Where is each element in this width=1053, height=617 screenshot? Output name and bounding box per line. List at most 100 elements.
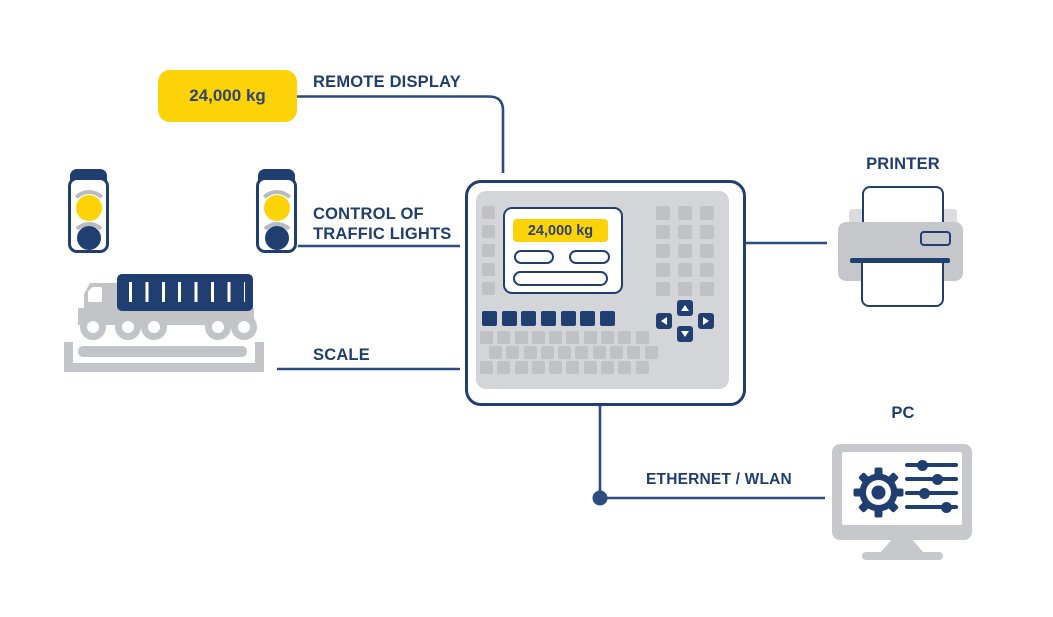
terminal-key[interactable]: [482, 206, 495, 219]
terminal-key[interactable]: [531, 361, 545, 374]
remote-display-label: REMOTE DISPLAY: [313, 73, 461, 91]
printer-paper-out: [861, 261, 944, 307]
terminal-key[interactable]: [656, 244, 670, 258]
slider-track: [905, 491, 958, 495]
printer-paper-in: [862, 186, 944, 224]
terminal-key[interactable]: [482, 282, 495, 295]
terminal-key[interactable]: [482, 311, 497, 326]
terminal-key[interactable]: [656, 263, 670, 277]
terminal-key[interactable]: [501, 311, 517, 326]
traffic-light-icon-right: [256, 169, 297, 253]
slider-knob: [916, 459, 928, 471]
arrow-up-icon: [681, 305, 689, 311]
terminal-key[interactable]: [549, 361, 563, 374]
terminal-key[interactable]: [644, 346, 658, 359]
terminal-key[interactable]: [549, 331, 563, 344]
arrow-down-key[interactable]: [677, 326, 693, 342]
terminal-key[interactable]: [678, 263, 692, 277]
traffic-lights-label-line1: CONTROL OF: [313, 205, 424, 223]
terminal-key[interactable]: [566, 331, 580, 344]
terminal-key[interactable]: [610, 346, 624, 359]
terminal-key[interactable]: [583, 331, 597, 344]
terminal-key[interactable]: [601, 361, 615, 374]
scale-platform-icon: [78, 346, 247, 357]
terminal-key[interactable]: [635, 361, 649, 374]
terminal-key[interactable]: [489, 346, 502, 359]
container-stripes: [129, 282, 245, 302]
slider-track: [905, 463, 958, 467]
terminal-key[interactable]: [540, 346, 554, 359]
terminal-key[interactable]: [482, 263, 495, 276]
terminal-key[interactable]: [580, 311, 596, 326]
terminal-key[interactable]: [678, 282, 692, 296]
display-field: [514, 250, 554, 264]
terminal-key[interactable]: [583, 361, 597, 374]
terminal-left-softkeys: [482, 206, 495, 295]
lamp-hood: [68, 190, 109, 230]
terminal-key[interactable]: [521, 311, 537, 326]
blue-lamp: [264, 226, 289, 250]
terminal-key[interactable]: [618, 361, 632, 374]
terminal-key[interactable]: [678, 225, 692, 239]
gear-icon: [853, 467, 904, 518]
arrow-right-icon: [703, 317, 709, 325]
terminal-key[interactable]: [482, 244, 495, 257]
slider-knob: [931, 473, 943, 485]
terminal-key[interactable]: [523, 346, 537, 359]
terminal-key[interactable]: [656, 206, 670, 220]
terminal-key[interactable]: [566, 361, 580, 374]
terminal-key[interactable]: [678, 244, 692, 258]
terminal-function-keys: [482, 311, 616, 326]
terminal-key[interactable]: [558, 346, 572, 359]
truck-wheel: [141, 314, 167, 340]
terminal-key[interactable]: [618, 331, 632, 344]
terminal-key[interactable]: [480, 331, 493, 344]
scale-pit-icon: [64, 342, 264, 372]
terminal-key[interactable]: [600, 311, 616, 326]
arrow-up-key[interactable]: [677, 300, 693, 316]
terminal-key[interactable]: [514, 361, 528, 374]
terminal-weight-value: 24,000 kg: [527, 222, 594, 239]
arrow-left-key[interactable]: [656, 313, 672, 329]
terminal-key[interactable]: [700, 206, 714, 220]
terminal-key[interactable]: [514, 331, 528, 344]
truck-wheel: [205, 314, 231, 340]
terminal-key[interactable]: [480, 361, 493, 374]
truck-wheel: [80, 314, 106, 340]
terminal-key[interactable]: [592, 346, 606, 359]
terminal-key[interactable]: [575, 346, 589, 359]
traffic-lights-label: CONTROL OF TRAFFIC LIGHTS: [313, 204, 451, 244]
truck-container: [117, 274, 253, 311]
arrow-right-key[interactable]: [698, 313, 714, 329]
yellow-lamp: [263, 195, 290, 221]
terminal-key[interactable]: [497, 361, 511, 374]
lamp-hood: [256, 190, 297, 230]
lamp-hood: [69, 222, 108, 260]
terminal-key[interactable]: [560, 311, 576, 326]
terminal-key-row: [489, 346, 658, 359]
terminal-key[interactable]: [627, 346, 641, 359]
terminal-key[interactable]: [541, 311, 557, 326]
terminal-key[interactable]: [700, 282, 714, 296]
terminal-key[interactable]: [700, 244, 714, 258]
terminal-key[interactable]: [700, 225, 714, 239]
terminal-key[interactable]: [635, 331, 649, 344]
terminal-key[interactable]: [506, 346, 520, 359]
terminal-key[interactable]: [482, 225, 495, 238]
terminal-key[interactable]: [656, 282, 670, 296]
terminal-key[interactable]: [531, 331, 545, 344]
terminal-key[interactable]: [601, 331, 615, 344]
terminal-key[interactable]: [678, 206, 692, 220]
printer-label: PRINTER: [866, 155, 940, 173]
pc-stand: [880, 540, 924, 553]
scale-label: SCALE: [313, 346, 370, 364]
arrow-left-icon: [661, 317, 667, 325]
terminal-key[interactable]: [656, 225, 670, 239]
terminal-key[interactable]: [497, 331, 511, 344]
terminal-key[interactable]: [700, 263, 714, 277]
blue-lamp: [76, 226, 101, 250]
traffic-lights-label-line2: TRAFFIC LIGHTS: [313, 225, 452, 243]
display-field-wide: [513, 271, 608, 286]
terminal-key-row: [480, 331, 649, 344]
